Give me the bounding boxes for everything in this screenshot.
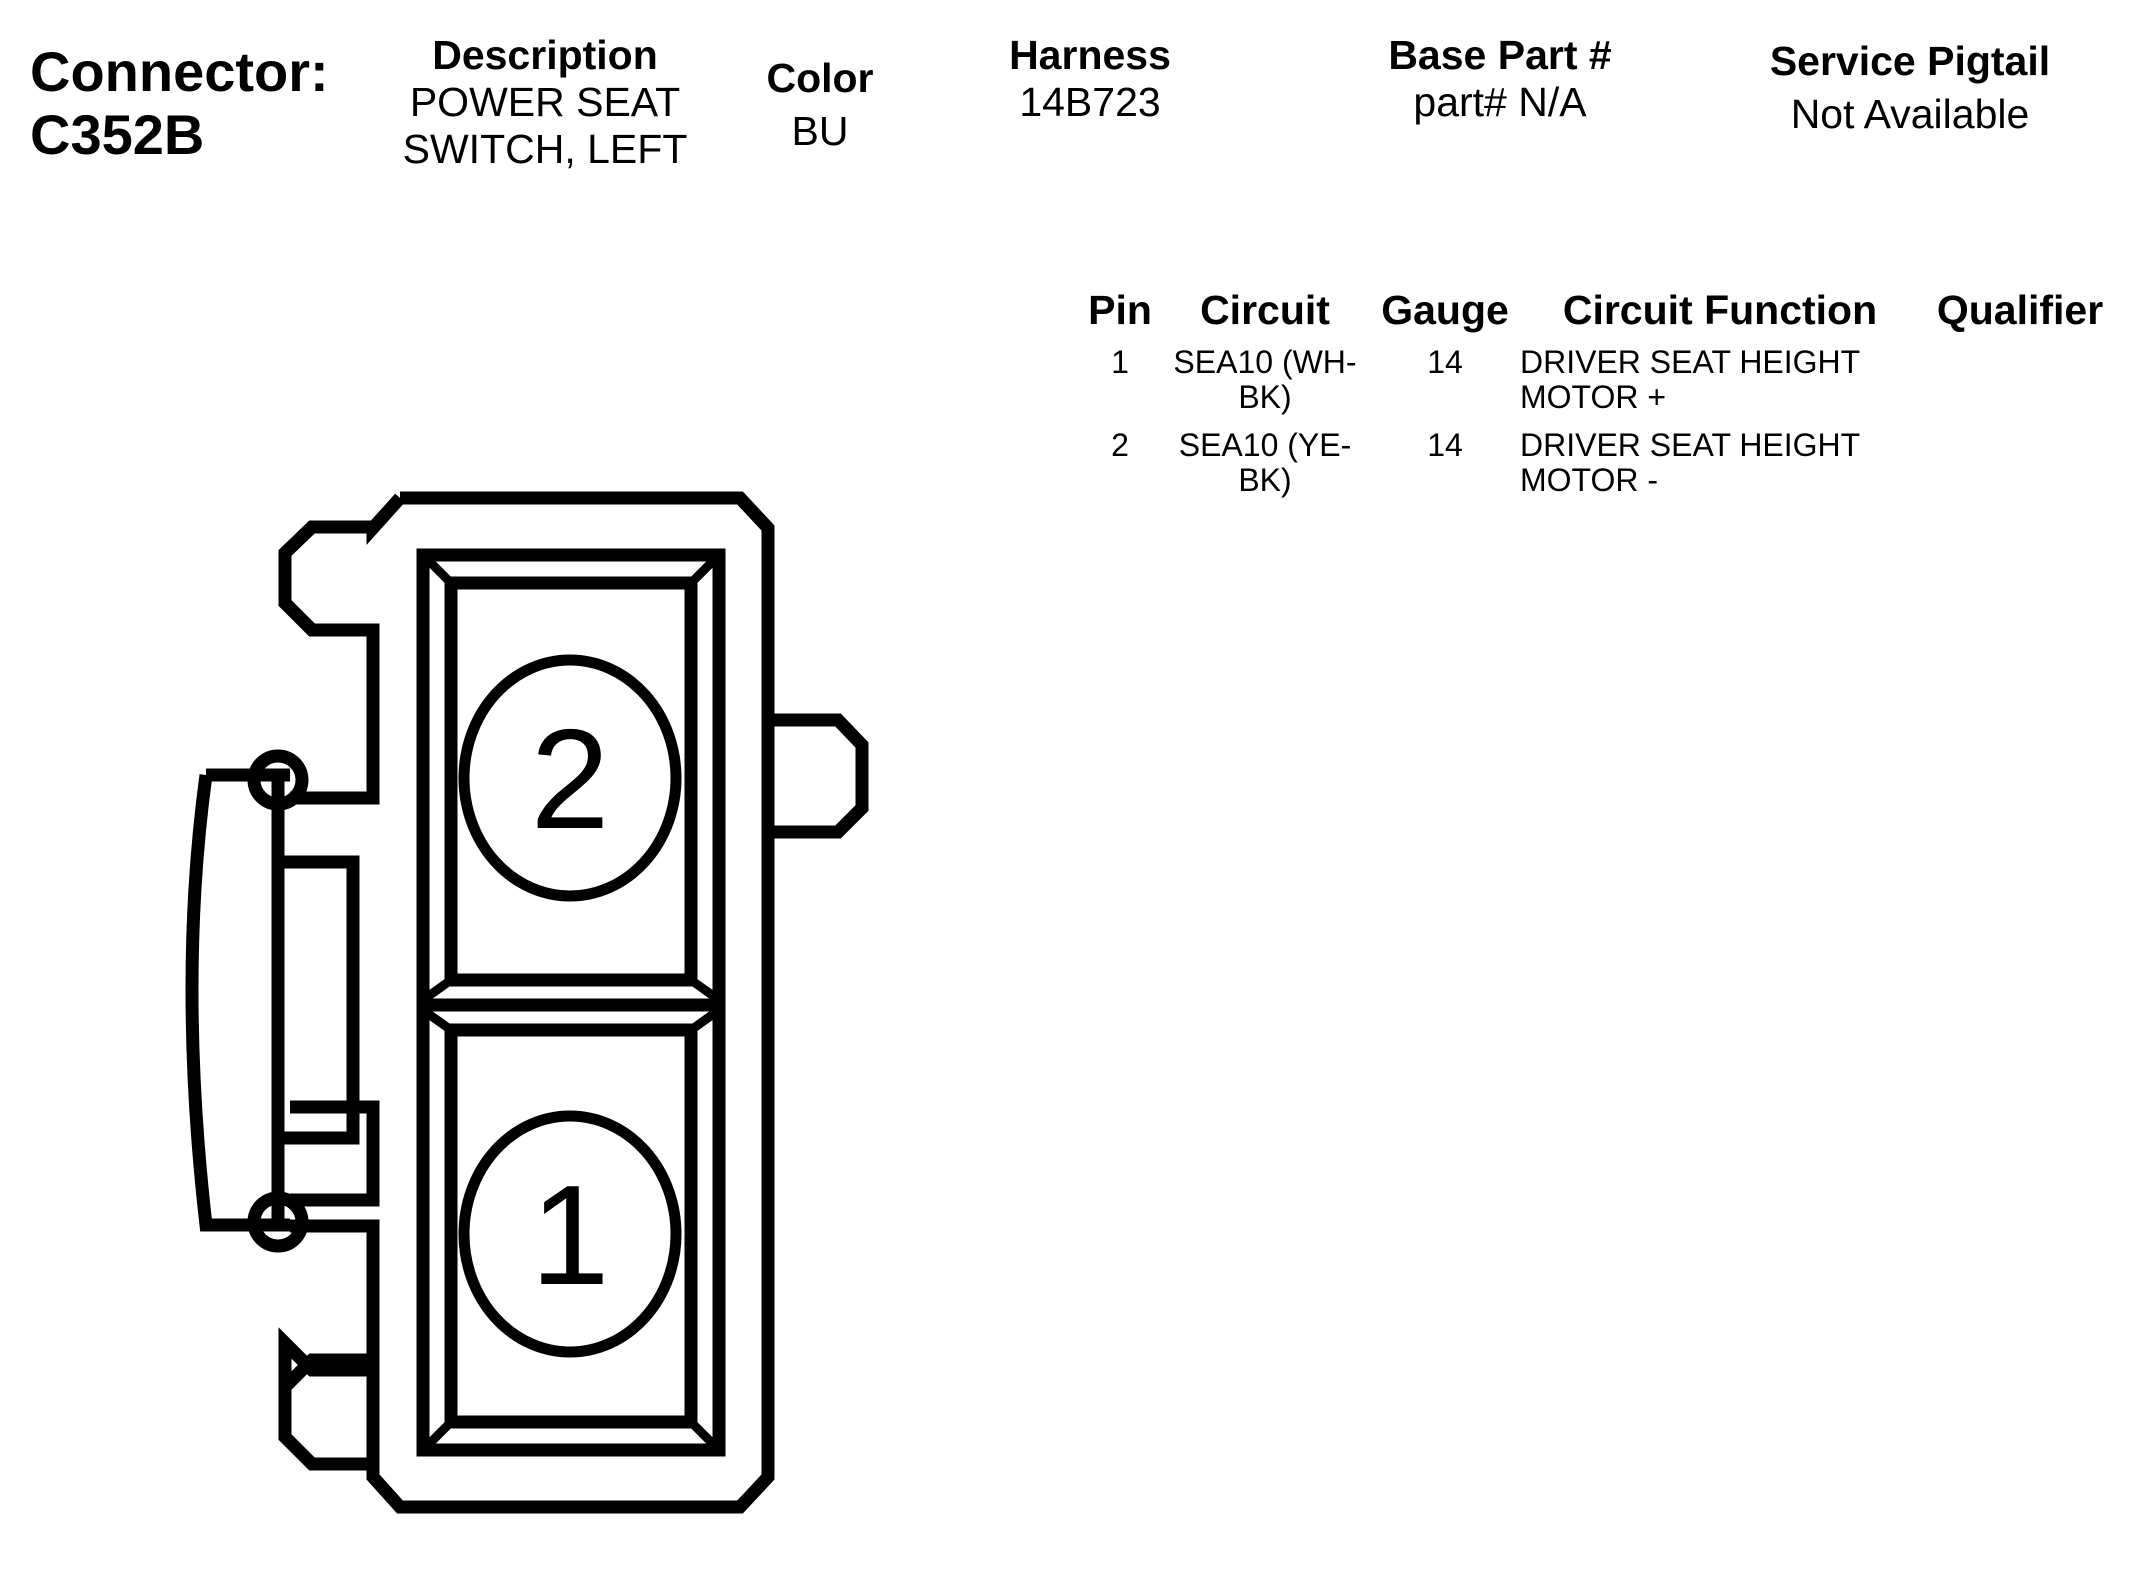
service-pigtail-column: Service Pigtail Not Available [1740, 38, 2080, 138]
function-line1: DRIVER SEAT HEIGHT [1520, 344, 1861, 380]
pin-number: 1 [1111, 344, 1129, 380]
base-part-label: Base Part # [1388, 32, 1612, 78]
connector-id: C352B [30, 103, 205, 167]
locking-arm-slot [271, 855, 360, 1145]
color-label: Color [766, 55, 874, 101]
harness-value: 14B723 [1019, 79, 1161, 126]
base-part-value: part# N/A [1413, 79, 1587, 126]
circuit-line1: SEA10 (YE- [1178, 427, 1352, 463]
circuit-function-column-header: Circuit Function [1562, 287, 1878, 333]
pin-2-circle [458, 654, 682, 902]
description-value-line2: SWITCH, LEFT [402, 126, 688, 173]
locking-arm-pivot-bottom [247, 1191, 309, 1253]
base-part-column: Base Part # part# N/A [1330, 32, 1670, 126]
pin-2-number: 2 [531, 700, 610, 859]
qualifier-column-header: Qualifier [1936, 287, 2104, 333]
circuit-column-header: Circuit [1200, 287, 1330, 333]
connector-label: Connector: [30, 40, 329, 103]
gauge-value: 14 [1427, 344, 1463, 380]
service-pigtail-label: Service Pigtail [1769, 38, 2051, 84]
description-column: Description POWER SEAT SWITCH, LEFT [380, 32, 710, 173]
cavity-1-bevel [419, 1006, 723, 1454]
service-pigtail-value: Not Available [1790, 91, 2030, 138]
gauge-column-header: Gauge [1381, 287, 1509, 333]
harness-label: Harness [1009, 32, 1171, 78]
right-latch [768, 713, 869, 839]
cavity-2-bevel [419, 551, 723, 1004]
pin-1-number: 1 [531, 1156, 610, 1315]
cavity-1-outline [444, 1023, 698, 1429]
gauge-value: 14 [1427, 427, 1463, 463]
connector-title: Connector: C352B [30, 40, 329, 167]
circuit-value: SEA10 (YE- BK) [1160, 427, 1370, 499]
upper-tab [278, 520, 373, 637]
circuit-function-value: DRIVER SEAT HEIGHT MOTOR - [1520, 427, 1900, 499]
circuit-line1: SEA10 (WH- [1173, 344, 1357, 380]
harness-column: Harness 14B723 [960, 32, 1220, 126]
description-label: Description [432, 32, 658, 78]
description-value-line1: POWER SEAT [409, 79, 681, 126]
lower-tab [278, 1353, 373, 1471]
color-value: BU [791, 108, 849, 155]
function-line2: MOTOR - [1520, 462, 1659, 499]
connector-face-diagram: 2 1 [185, 491, 869, 1514]
locking-arm-pivot-top [247, 749, 309, 811]
connector-housing-outline [278, 491, 775, 1514]
pin-1-circle [458, 1110, 682, 1358]
function-line1: DRIVER SEAT HEIGHT [1520, 427, 1861, 463]
circuit-line2: BK) [1238, 462, 1292, 499]
function-line2: MOTOR + [1520, 379, 1667, 416]
pin-number: 2 [1111, 427, 1129, 463]
cavity-2-outline [444, 576, 698, 987]
circuit-line2: BK) [1238, 379, 1292, 416]
circuit-value: SEA10 (WH- BK) [1160, 344, 1370, 416]
color-column: Color BU [730, 55, 910, 155]
circuit-function-value: DRIVER SEAT HEIGHT MOTOR + [1520, 344, 1900, 416]
pin-column-header: Pin [1088, 287, 1152, 333]
